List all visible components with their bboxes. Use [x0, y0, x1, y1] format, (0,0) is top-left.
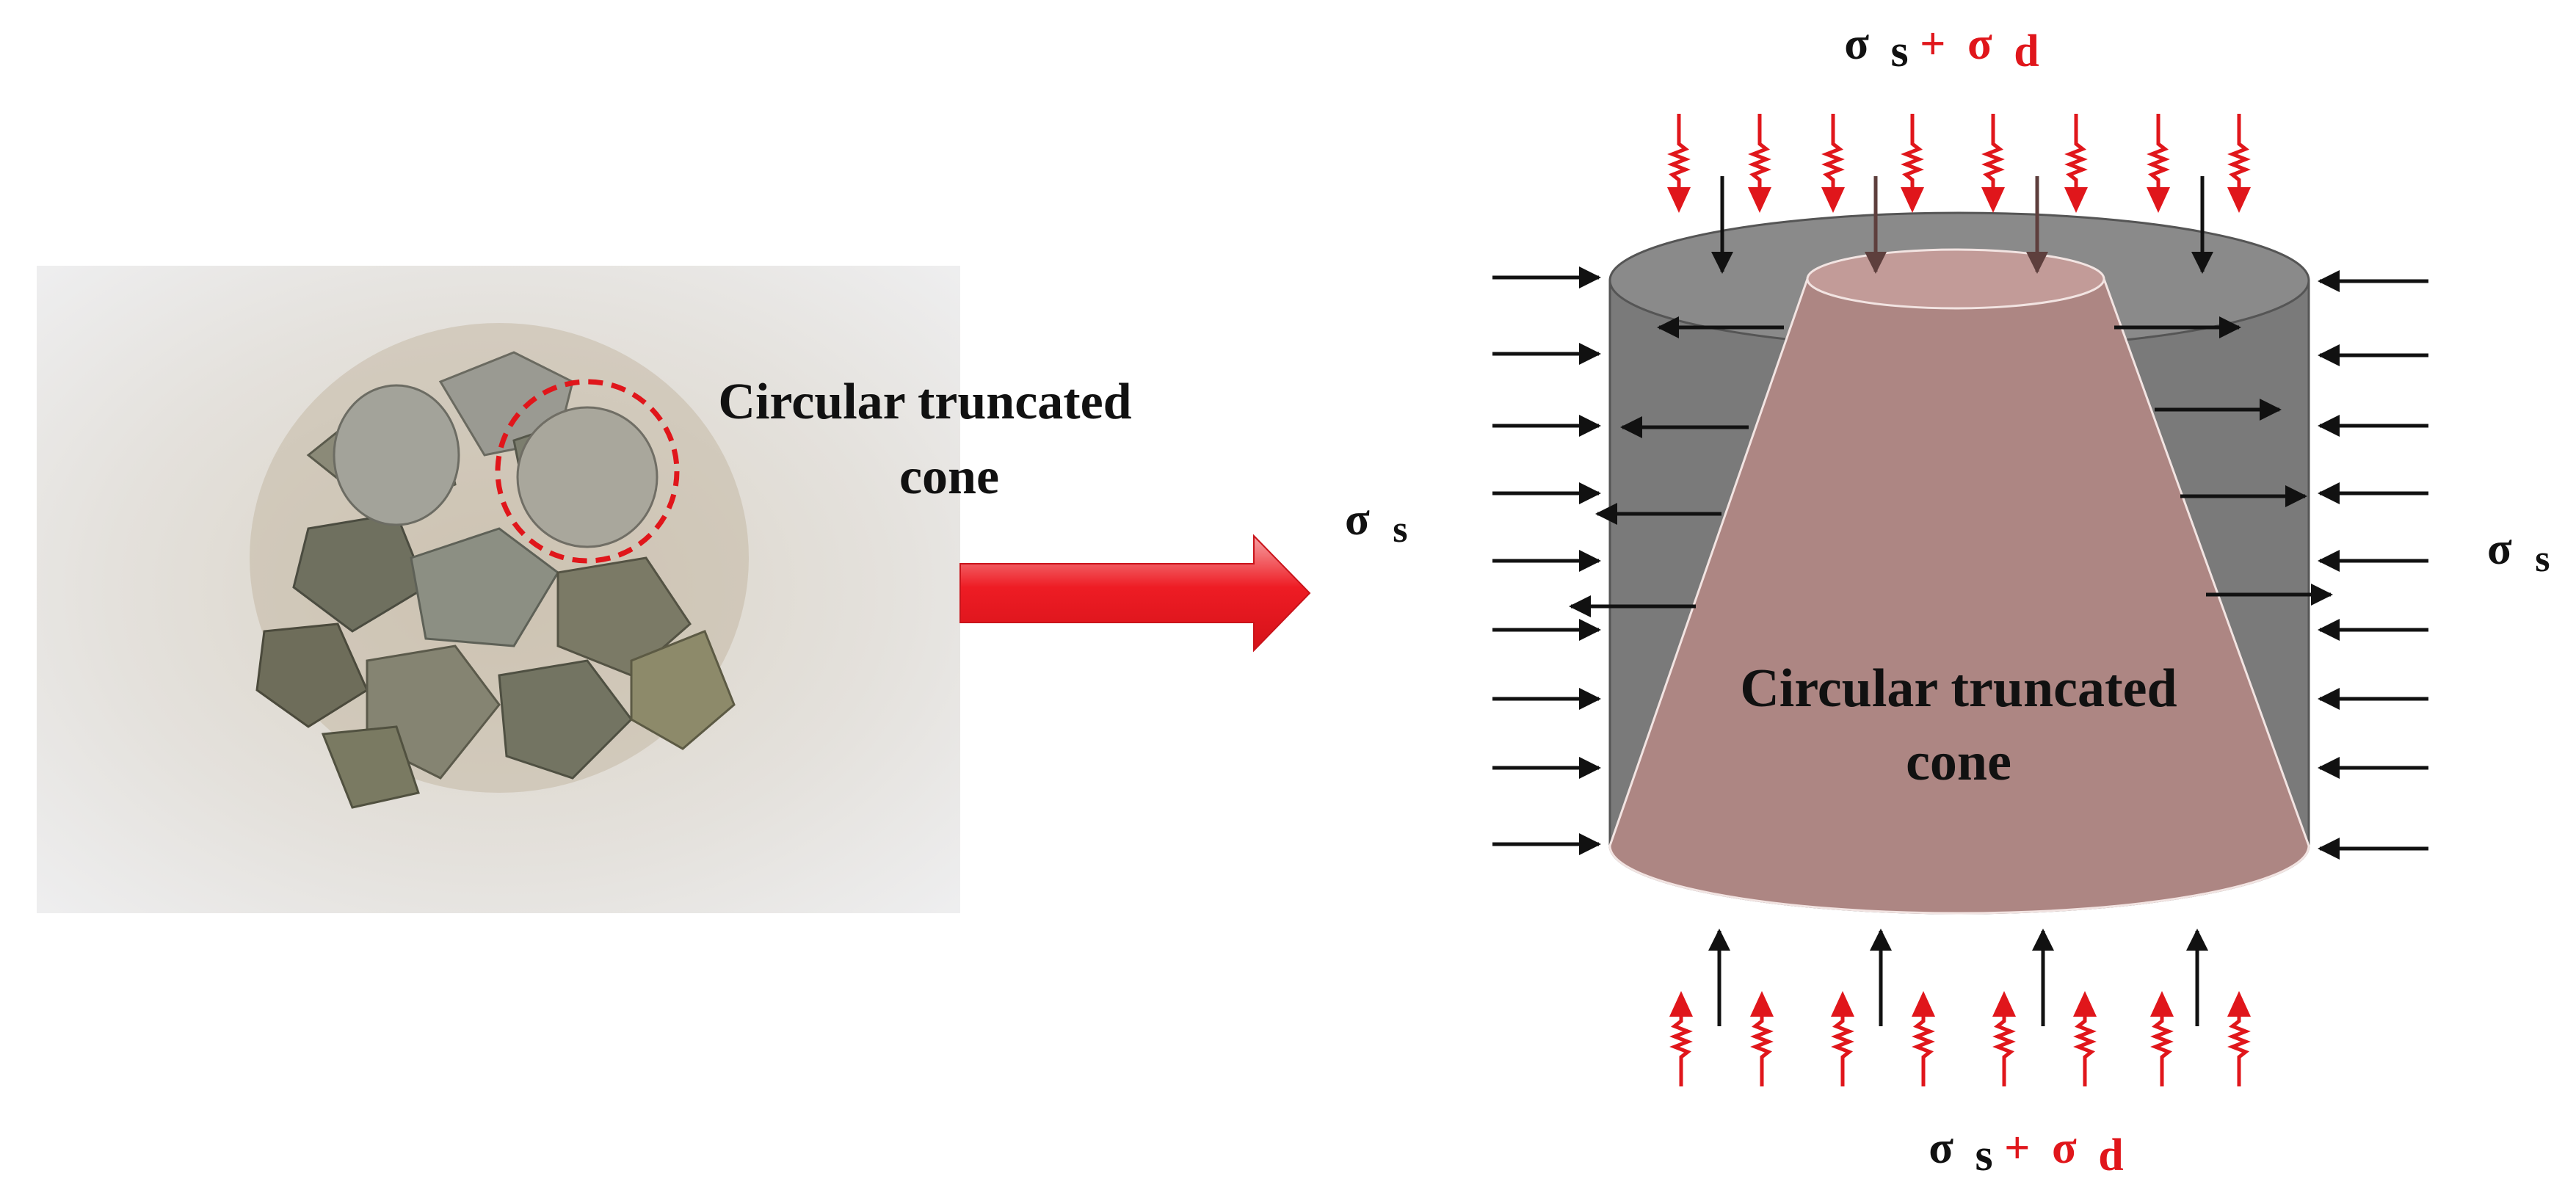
bottom-plus: +: [2004, 1123, 2030, 1173]
cone-label-line2: cone: [1906, 732, 2011, 792]
truncated-cone-top-face: [1806, 248, 2105, 310]
internal-static-arrows-right: [2114, 316, 2333, 606]
top-s: s: [1891, 26, 1909, 76]
top-dynamic-arrows: [1667, 114, 2251, 213]
left-stress-label: σ s: [1345, 495, 1407, 551]
right-sigma: σ: [2487, 524, 2512, 574]
aggregate-pile: [255, 351, 736, 809]
left-confining-arrows: [1492, 266, 1601, 855]
stress-diagram: Circular truncated cone: [1492, 114, 2428, 1086]
dashed-circle-highlight-icon: [495, 379, 680, 564]
truncated-cone-body: [1608, 277, 2310, 915]
aggregate-photo: [37, 266, 960, 913]
internal-static-arrows-left: [1569, 316, 1784, 617]
left-sigma: σ: [1345, 495, 1370, 545]
right-stress-label: σ s: [2487, 524, 2550, 580]
top-d: d: [2014, 26, 2039, 76]
photo-label-line1: Circular truncated: [718, 374, 1131, 430]
right-s: s: [2535, 538, 2550, 580]
bottom-static-arrows: [1708, 929, 2208, 1026]
bottom-sigma-d: σ: [2052, 1123, 2077, 1173]
top-static-arrows-on-cone: [1865, 176, 2048, 274]
top-sigma: σ: [1844, 19, 1869, 69]
bottom-stress-label: σ s + σ d: [1929, 1123, 2123, 1180]
photo-label-line2: cone: [899, 449, 999, 505]
top-plus: +: [1920, 19, 1945, 69]
cone-label-line1: Circular truncated: [1740, 658, 2177, 719]
bottom-s: s: [1975, 1130, 1993, 1180]
top-static-arrows: [1711, 176, 2213, 274]
bottom-dynamic-arrows: [1669, 991, 2251, 1086]
left-s: s: [1393, 509, 1407, 551]
bottom-d: d: [2098, 1130, 2123, 1180]
bottom-sigma: σ: [1929, 1123, 1953, 1173]
right-confining-arrows: [2318, 270, 2428, 860]
arrow-right-icon: [959, 534, 1311, 653]
top-stress-label: σ s + σ d: [1844, 19, 2039, 76]
top-sigma-d: σ: [1967, 19, 1992, 69]
